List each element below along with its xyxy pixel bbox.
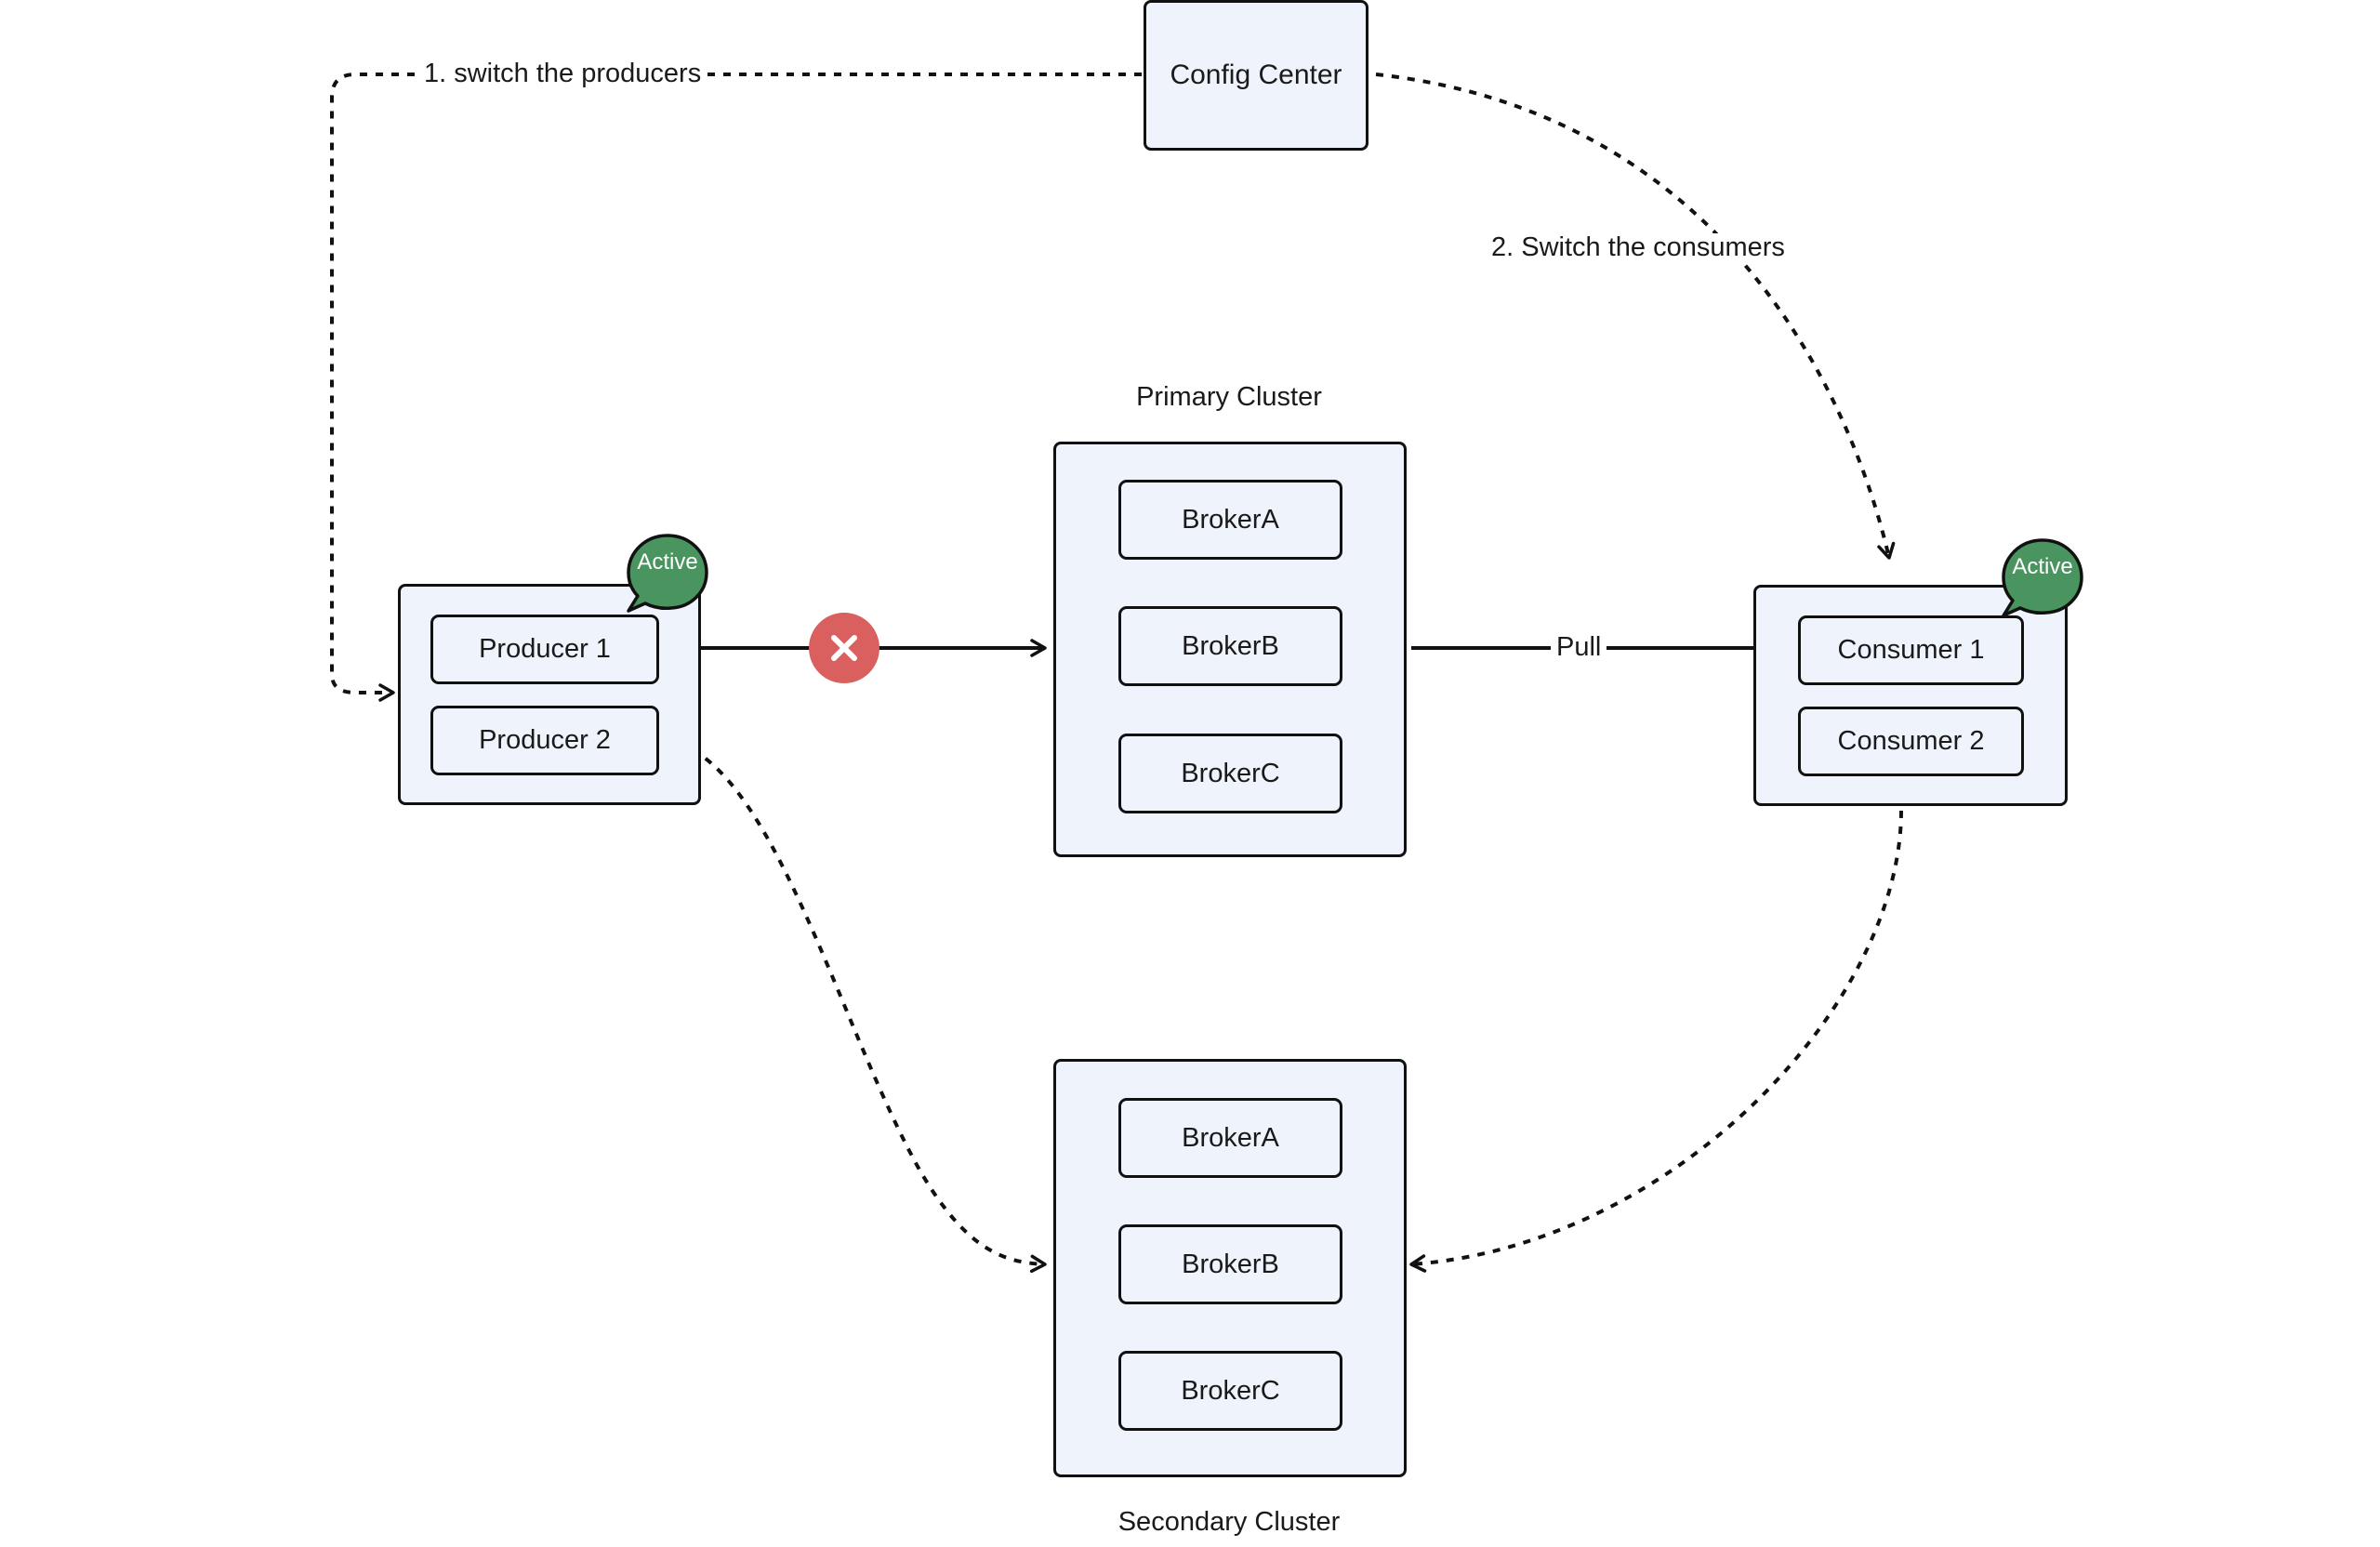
switch-consumers-connector: [1375, 73, 1896, 560]
producer-1-node[interactable]: Producer 1: [430, 615, 659, 684]
consumer-1-node[interactable]: Consumer 1: [1798, 615, 2024, 685]
consumer-1-label: Consumer 1: [1837, 635, 1985, 665]
connection-error-marker: [809, 613, 879, 683]
primary-broker-c-label: BrokerC: [1181, 758, 1280, 788]
consumer-2-node[interactable]: Consumer 2: [1798, 707, 2024, 776]
consumer-2-label: Consumer 2: [1837, 726, 1985, 756]
secondary-broker-a[interactable]: BrokerA: [1118, 1098, 1342, 1178]
primary-broker-a-label: BrokerA: [1182, 504, 1279, 535]
switch-producers-connector: [330, 73, 1142, 702]
producer-active-badge: Active: [625, 533, 708, 613]
secondary-broker-b[interactable]: BrokerB: [1118, 1224, 1342, 1304]
producer-2-node[interactable]: Producer 2: [430, 706, 659, 775]
consumer-active-badge: Active: [2000, 537, 2083, 617]
producer-1-label: Producer 1: [479, 634, 611, 664]
config-center-node[interactable]: Config Center: [1144, 0, 1368, 151]
primary-broker-b-label: BrokerB: [1182, 630, 1279, 661]
primary-broker-b[interactable]: BrokerB: [1118, 606, 1342, 686]
switch-consumers-label: 2. Switch the consumers: [1486, 232, 1791, 263]
secondary-broker-c[interactable]: BrokerC: [1118, 1351, 1342, 1431]
secondary-broker-c-label: BrokerC: [1181, 1375, 1280, 1406]
close-x-icon: [831, 635, 857, 661]
secondary-broker-a-label: BrokerA: [1182, 1122, 1279, 1153]
speech-bubble-icon: [2002, 538, 2083, 617]
pull-label: Pull: [1551, 632, 1607, 663]
primary-broker-c[interactable]: BrokerC: [1118, 734, 1342, 813]
consumer-to-secondary-connector: [1409, 810, 1903, 1273]
primary-broker-a[interactable]: BrokerA: [1118, 480, 1342, 560]
secondary-cluster-title: Secondary Cluster: [1117, 1507, 1341, 1537]
primary-cluster-title: Primary Cluster: [1136, 382, 1322, 412]
switch-producers-label: 1. switch the producers: [418, 59, 707, 89]
producer-active-label: Active: [637, 549, 698, 575]
speech-bubble-icon: [627, 534, 708, 613]
config-center-label: Config Center: [1170, 60, 1342, 90]
producer-to-secondary-connector: [662, 737, 1047, 1274]
producer-2-label: Producer 2: [479, 725, 611, 755]
consumer-active-label: Active: [2012, 554, 2073, 579]
secondary-broker-b-label: BrokerB: [1182, 1249, 1279, 1279]
